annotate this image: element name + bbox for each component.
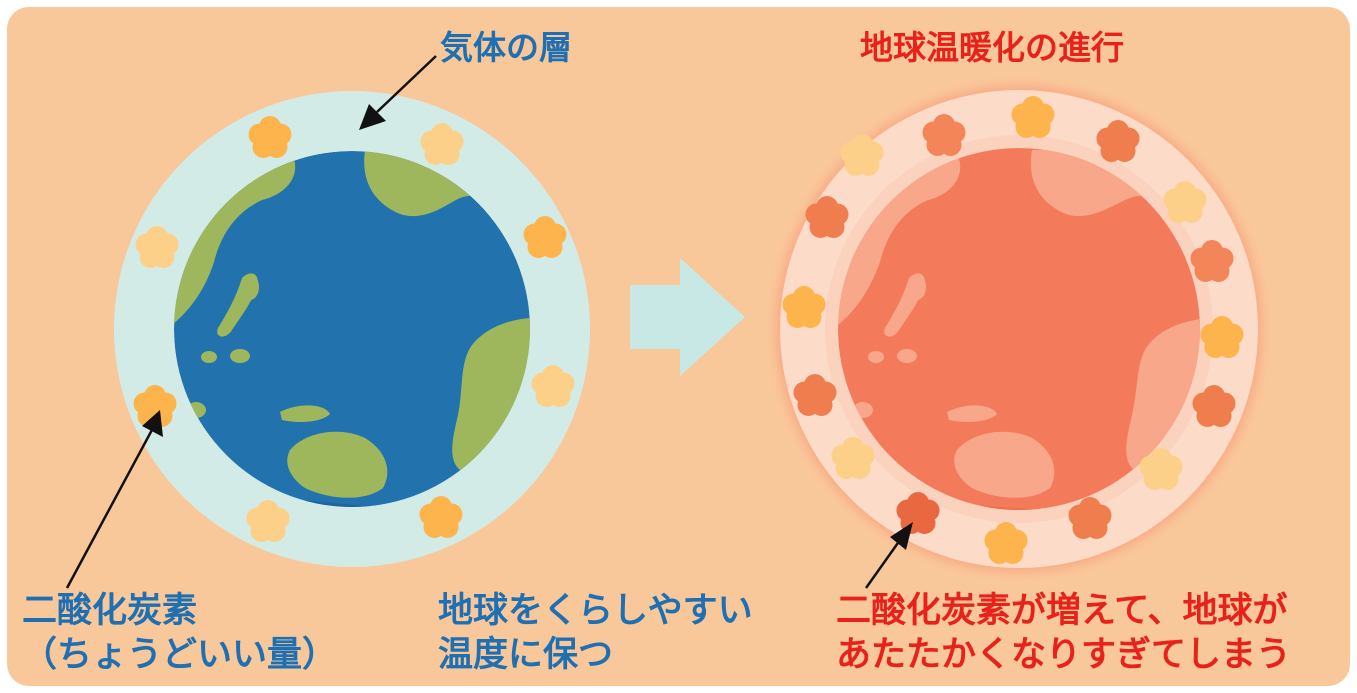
left-caption-line2: 温度に保つ [438, 634, 614, 675]
land-island-1 [241, 274, 259, 300]
left-earth-diagram [65, 55, 590, 589]
right-caption-line1: 二酸化炭素が増えて、地球が [836, 591, 1288, 631]
left-caption-line1: 地球をくらしやすい [438, 591, 753, 631]
atmosphere-layer-label: 気体の層 [440, 28, 572, 67]
earth-globe [174, 151, 530, 507]
warming-title: 地球温暖化の進行 [860, 28, 1124, 67]
land-island-2 [230, 349, 250, 363]
land-australia [287, 431, 388, 498]
pointer-arrow-icon [864, 522, 913, 589]
co2-label-line1: 二酸化炭素 [22, 591, 198, 631]
right-earth-diagram [777, 87, 1261, 589]
right-caption-line2: あたたかくなりすぎてしまう [836, 634, 1292, 675]
land-island-3 [201, 351, 217, 363]
co2-label: 二酸化炭素 （ちょうどいい量） [22, 590, 337, 678]
right-arrow-icon [630, 258, 745, 376]
left-caption: 地球をくらしやすい 温度に保つ [438, 590, 753, 678]
right-caption: 二酸化炭素が増えて、地球が あたたかくなりすぎてしまう [836, 590, 1291, 678]
pointer-arrow-icon [65, 410, 163, 589]
co2-label-line2: （ちょうどいい量） [22, 634, 338, 675]
pointer-arrow-icon [359, 55, 437, 130]
land-indonesia [280, 405, 330, 422]
